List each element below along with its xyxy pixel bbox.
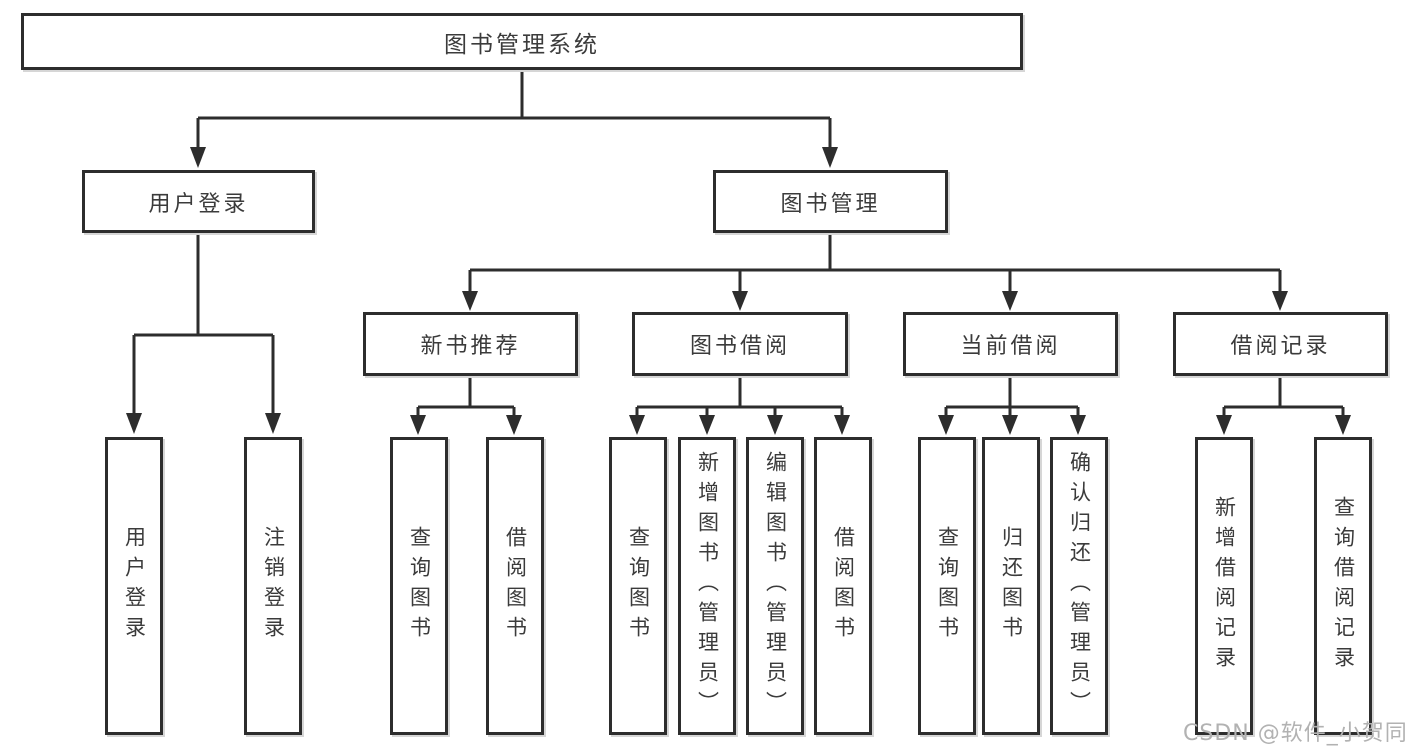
leaf-borrow-books: 借阅图书 [814, 437, 872, 735]
node-library-management-system: 图书管理系统 [21, 13, 1023, 70]
leaf-borrow-books-recommend: 借阅图书 [486, 437, 544, 735]
leaf-edit-books-admin: 编辑图书（管理员） [746, 437, 804, 735]
edges-new-book-recommend [410, 376, 522, 435]
leaf-logout-login: 注销登录 [244, 437, 302, 735]
node-new-book-recommend: 新书推荐 [363, 312, 578, 376]
node-book-borrow: 图书借阅 [632, 312, 848, 376]
node-current-borrow: 当前借阅 [903, 312, 1118, 376]
leaf-confirm-return-admin: 确认归还（管理员） [1050, 437, 1108, 735]
csdn-watermark: CSDN @软件_小贺同学 [1183, 721, 1405, 746]
edges-borrow-records [1216, 376, 1351, 435]
edges-current-borrow [938, 376, 1086, 435]
leaf-return-books: 归还图书 [982, 437, 1040, 735]
edges-user-login [126, 233, 281, 434]
node-book-management: 图书管理 [713, 170, 948, 233]
leaf-query-books-borrow: 查询图书 [609, 437, 667, 735]
edges-book-management [462, 233, 1288, 311]
leaf-add-books-admin: 新增图书（管理员） [678, 437, 736, 735]
edges-book-borrow [629, 376, 850, 435]
node-user-login: 用户登录 [82, 170, 315, 233]
node-borrow-records: 借阅记录 [1173, 312, 1388, 376]
leaf-query-books-current: 查询图书 [918, 437, 976, 735]
leaf-query-books-recommend: 查询图书 [390, 437, 448, 735]
edges-root [190, 70, 838, 168]
leaf-user-login: 用户登录 [105, 437, 163, 735]
leaf-add-borrow-record: 新增借阅记录 [1195, 437, 1253, 735]
leaf-query-borrow-record: 查询借阅记录 [1314, 437, 1372, 735]
